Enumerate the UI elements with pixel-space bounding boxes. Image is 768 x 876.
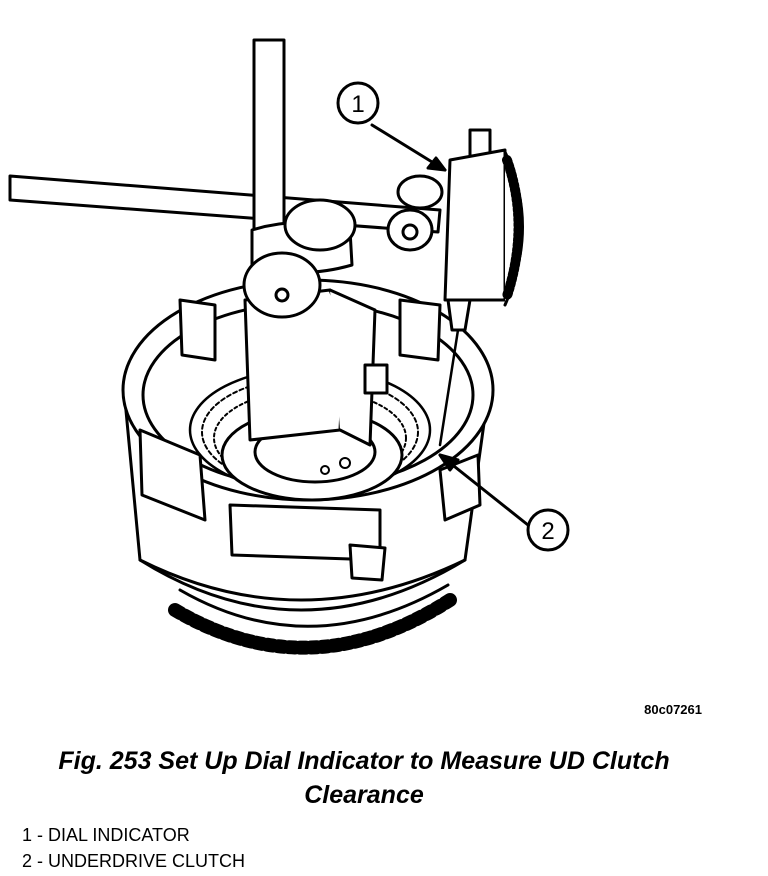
horizontal-support-bar bbox=[8, 174, 442, 234]
legend-item-dial-indicator: 1 - DIAL INDICATOR bbox=[22, 825, 190, 845]
callout-1-number: 1 bbox=[351, 91, 364, 118]
legend: 1 - DIAL INDICATOR 2 - UNDERDRIVE CLUTCH bbox=[22, 822, 245, 874]
figure-id: 80c07261 bbox=[644, 702, 702, 717]
dial-indicator bbox=[386, 128, 524, 447]
callout-2-number: 2 bbox=[541, 518, 554, 545]
callout-1 bbox=[336, 81, 447, 172]
clamp-block bbox=[242, 198, 389, 447]
legend-item-underdrive-clutch: 2 - UNDERDRIVE CLUTCH bbox=[22, 851, 246, 871]
caption-line-1: Fig. 253 Set Up Dial Indicator to Measur… bbox=[58, 747, 670, 775]
callout-2 bbox=[438, 453, 570, 552]
caption-line-2: Clearance bbox=[304, 781, 424, 809]
figure-caption: Fig. 253 Set Up Dial Indicator to Measur… bbox=[0, 744, 728, 812]
dial-indicator-illustration: 1 2 bbox=[8, 38, 570, 655]
